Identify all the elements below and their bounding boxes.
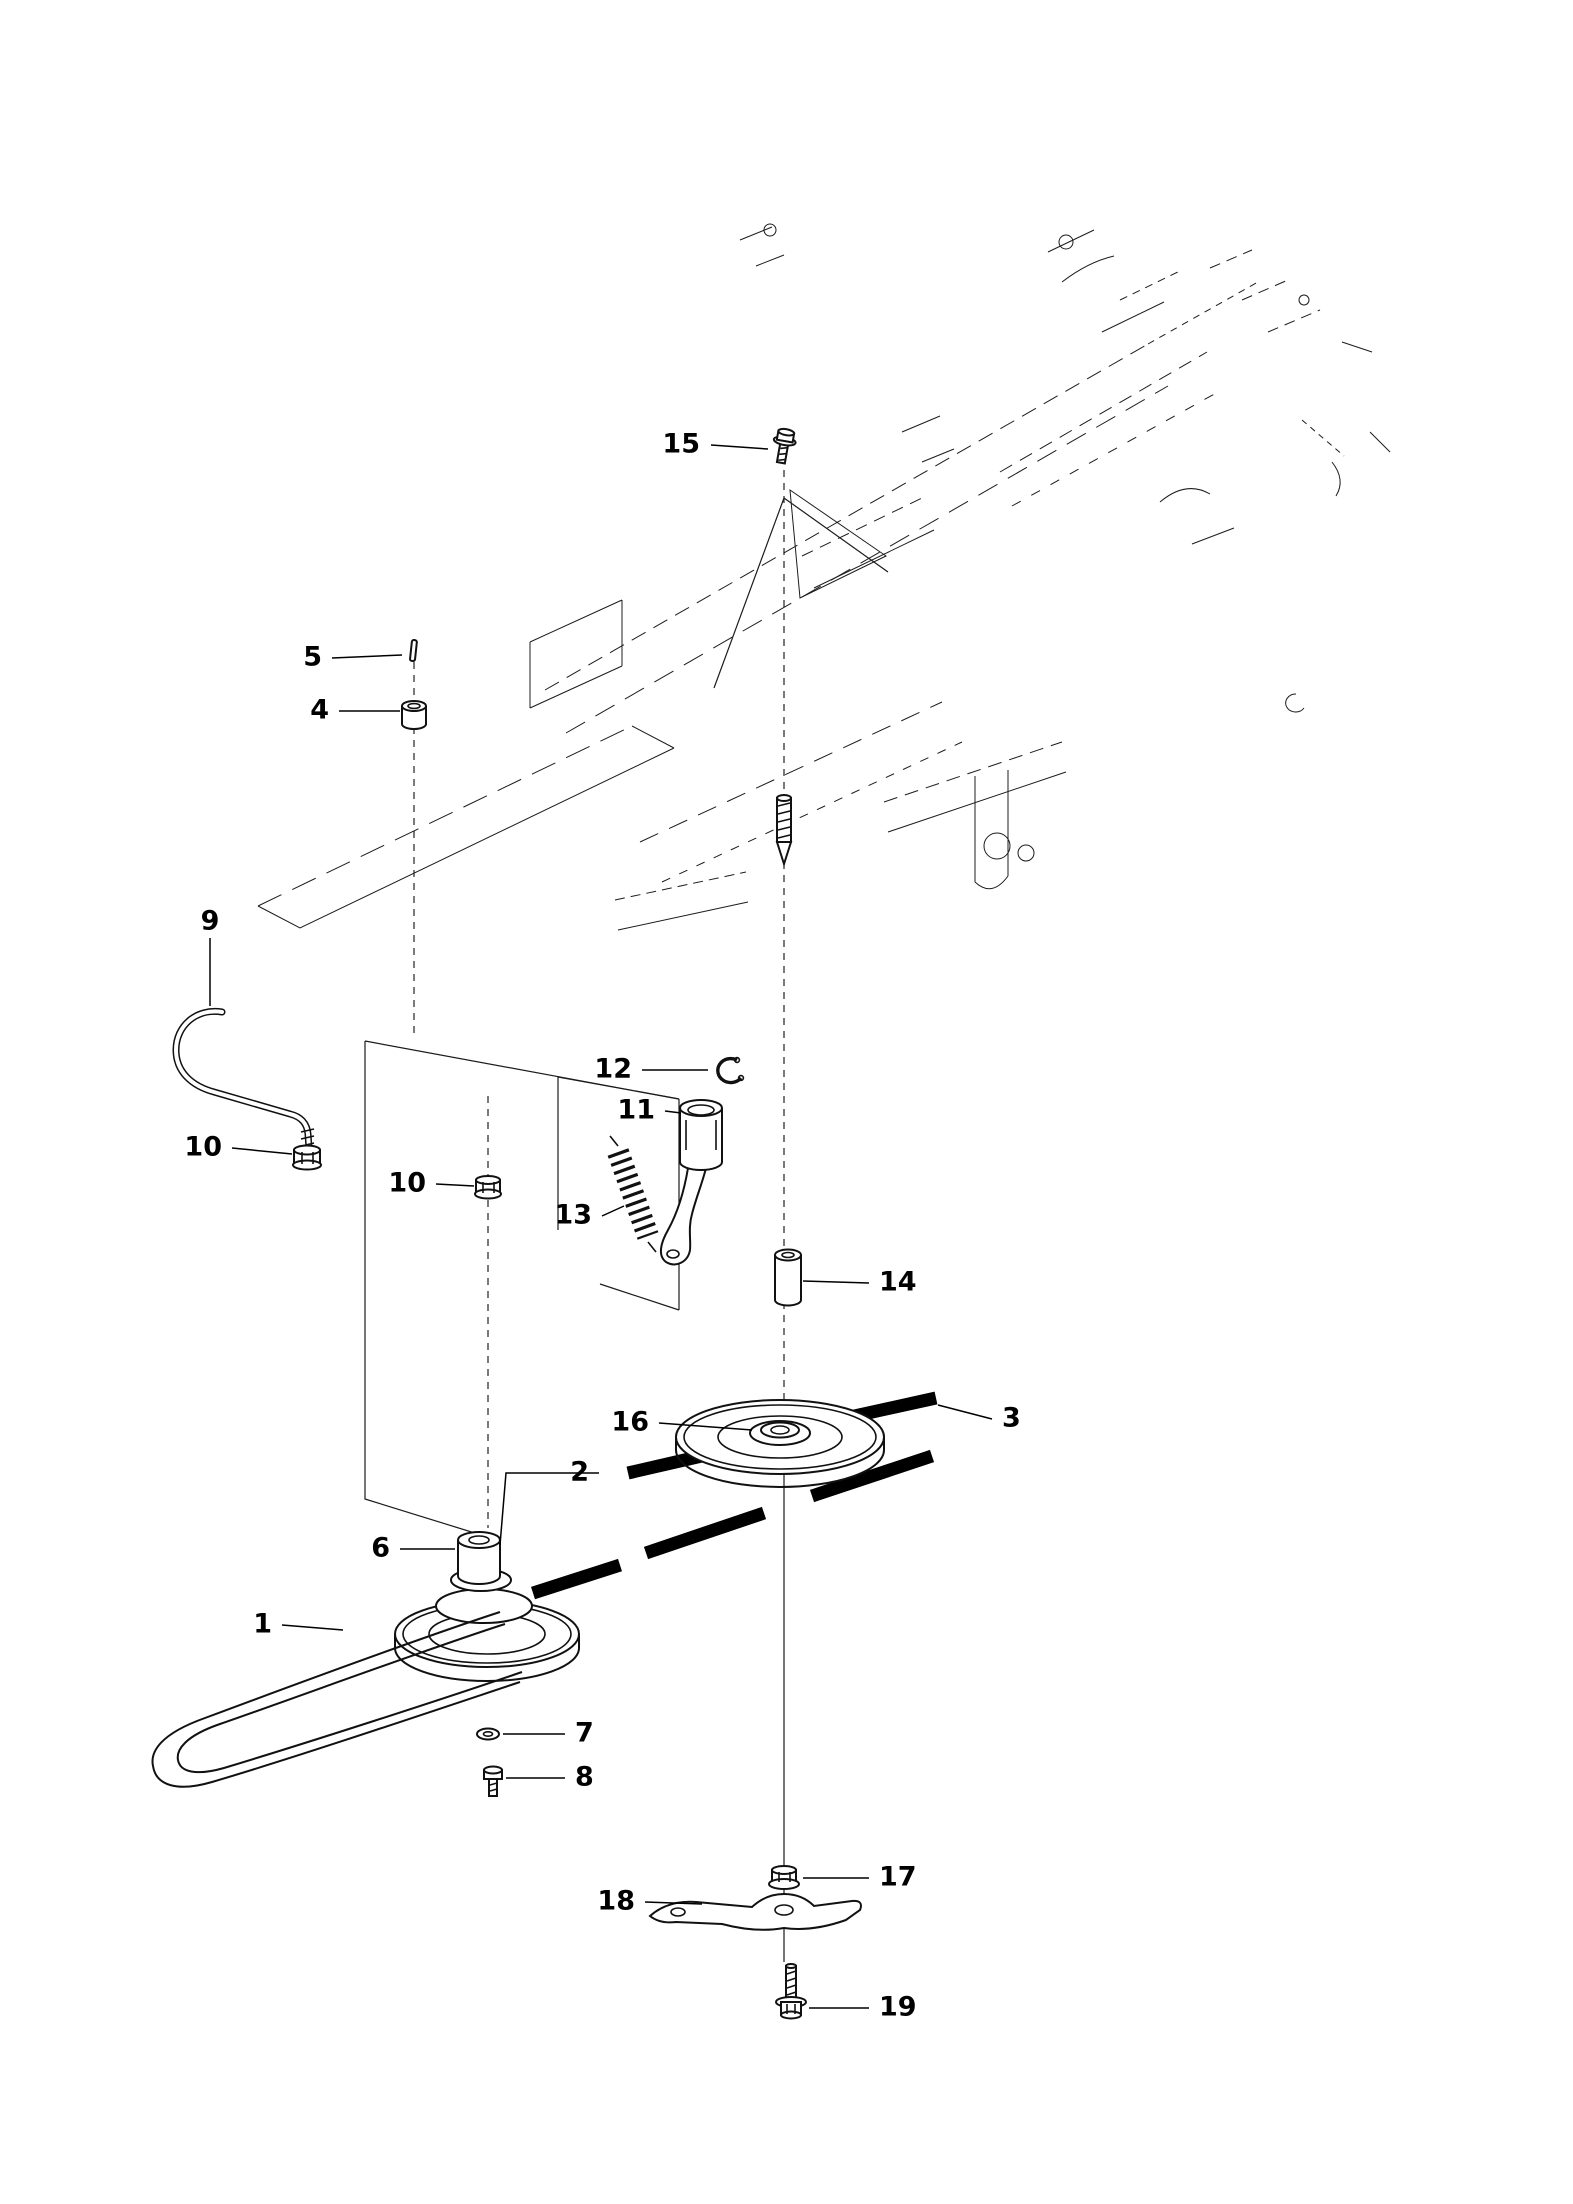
screw-part-15 <box>772 427 797 465</box>
callout-leader-5 <box>331 654 403 659</box>
callout-label-8: 8 <box>575 1762 594 1793</box>
chassis-sketch <box>257 223 1391 931</box>
callout-leader-14 <box>802 1280 870 1284</box>
idler-pulley-part-16 <box>675 1399 885 1488</box>
callout-label-13: 13 <box>554 1200 592 1231</box>
rod-part-9 <box>172 1007 315 1152</box>
callout-leader-2 <box>499 1472 599 1546</box>
callout-label-7: 7 <box>575 1718 594 1749</box>
spring-part-13 <box>607 1135 659 1253</box>
drive-belt-part-1 <box>151 1611 523 1788</box>
spacer-part-14 <box>774 1248 802 1307</box>
circlip-part-12 <box>716 1056 745 1085</box>
washer-part-7 <box>476 1727 500 1741</box>
callout-label-14: 14 <box>879 1267 917 1298</box>
callout-label-2: 2 <box>570 1457 589 1488</box>
callout-label-10a: 10 <box>184 1132 222 1163</box>
callout-label-10b: 10 <box>388 1168 426 1199</box>
callout-leader-15 <box>710 444 769 450</box>
callout-label-6: 6 <box>371 1533 390 1564</box>
callout-label-4: 4 <box>310 695 329 726</box>
belt-part-2-segments <box>531 1449 935 1600</box>
bolt-part-8 <box>483 1765 503 1797</box>
callout-label-3: 3 <box>1002 1403 1021 1434</box>
callout-leader-11 <box>664 1110 682 1114</box>
callout-leader-10a <box>231 1147 293 1155</box>
callout-label-12: 12 <box>594 1054 632 1085</box>
callout-leader-10b <box>435 1183 475 1187</box>
callout-leader-1 <box>281 1624 344 1631</box>
pin-part-5 <box>409 639 418 663</box>
callout-leader-18 <box>644 1901 703 1905</box>
callout-leader-16 <box>658 1422 753 1431</box>
bushing-part-4 <box>401 700 427 730</box>
nut-part-17 <box>768 1865 800 1890</box>
nut-part-10-left <box>292 1144 322 1171</box>
callout-leader-3 <box>937 1404 993 1420</box>
callout-leader-13 <box>601 1205 625 1217</box>
tensioner-part-11 <box>660 1099 723 1266</box>
callout-label-9: 9 <box>201 906 220 937</box>
stud-on-axis <box>775 794 793 868</box>
callout-label-18: 18 <box>597 1886 635 1917</box>
bracket-part-18 <box>648 1892 862 1931</box>
callout-label-1: 1 <box>253 1609 272 1640</box>
callout-label-15: 15 <box>662 429 700 460</box>
main-pulley-part-6 <box>394 1531 580 1682</box>
callout-label-11: 11 <box>617 1095 655 1126</box>
nut-part-10-right <box>474 1175 502 1200</box>
callout-label-19: 19 <box>879 1992 917 2023</box>
callout-label-5: 5 <box>303 642 322 673</box>
bolt-part-19 <box>775 1963 807 2020</box>
callout-label-16: 16 <box>611 1407 649 1438</box>
callout-label-17: 17 <box>879 1862 917 1893</box>
